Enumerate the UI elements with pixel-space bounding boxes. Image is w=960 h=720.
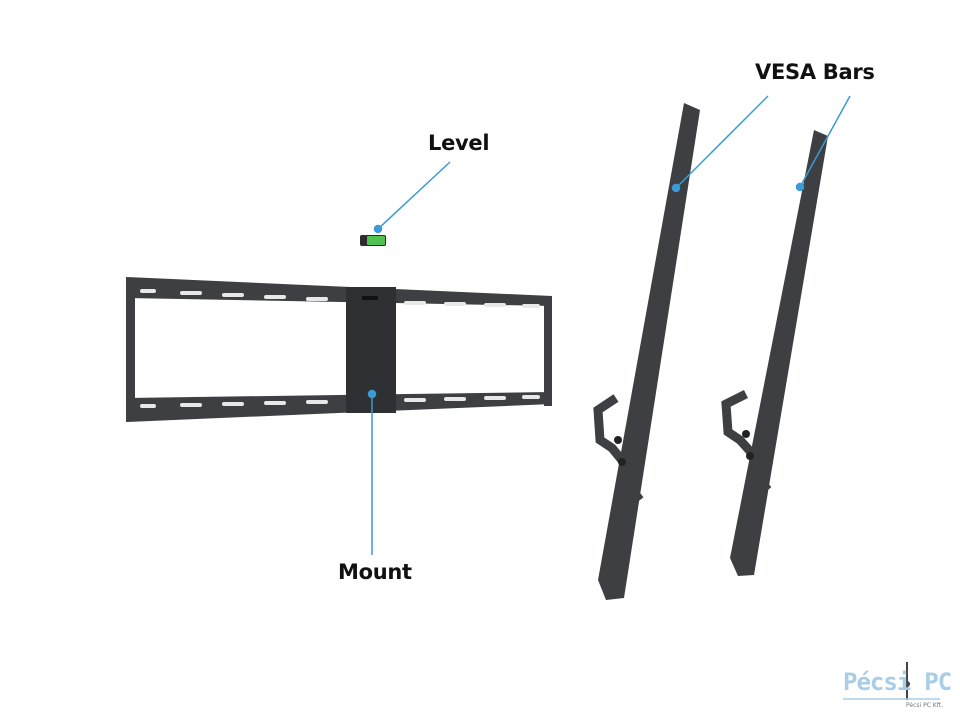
vesa-bar-left: [593, 103, 700, 600]
label-mount: Mount: [338, 560, 412, 584]
vesa-bar-right: [721, 130, 828, 576]
logo-text-right: PC: [924, 668, 952, 696]
logo-subtitle: Pécsi PC Kft.: [906, 702, 944, 709]
logo-tower-icon: [904, 662, 910, 700]
leader-lines: [367, 95, 851, 555]
label-level: Level: [428, 131, 490, 155]
level-device: [360, 235, 386, 246]
logo: Pécsi PC: [843, 668, 952, 696]
label-vesa-bars: VESA Bars: [755, 60, 875, 84]
mount-frame: [126, 277, 552, 422]
logo-text-left: Pécsi: [843, 668, 911, 696]
